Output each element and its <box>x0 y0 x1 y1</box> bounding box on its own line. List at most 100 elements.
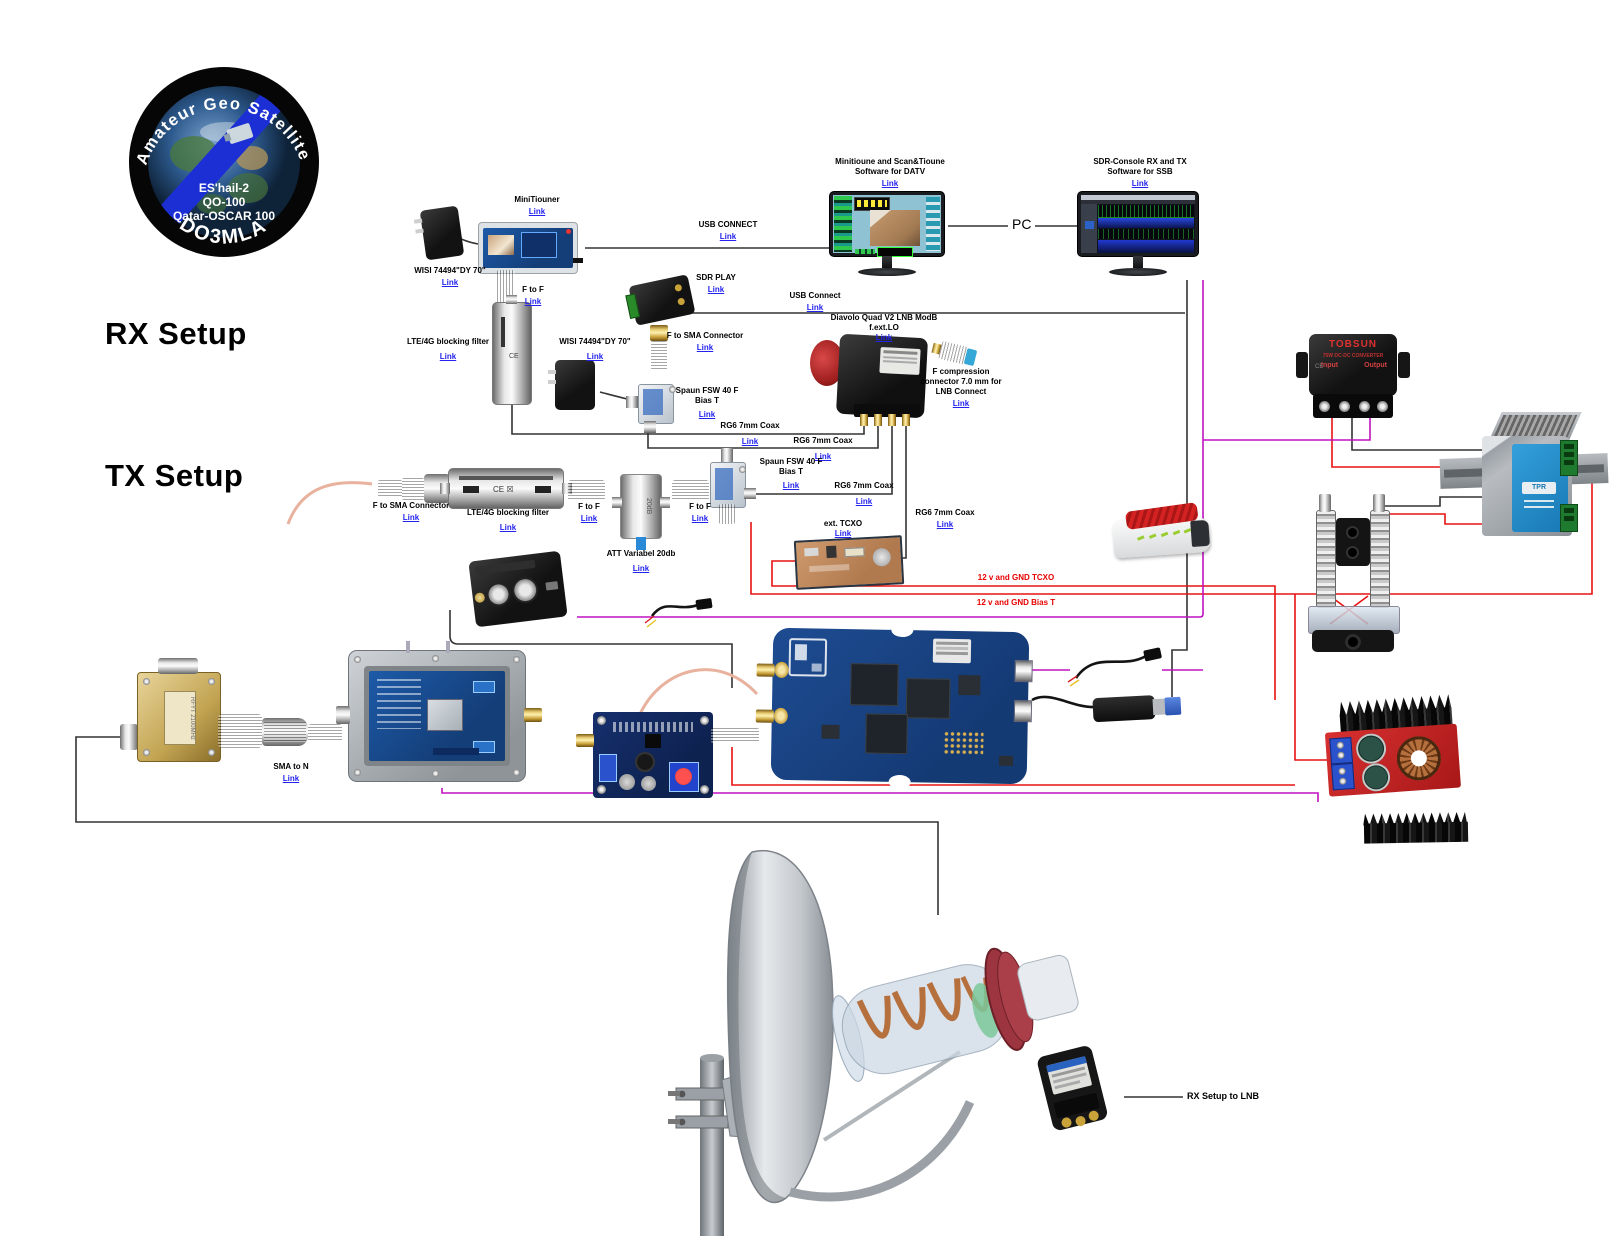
label-spaun-rx: Spaun FSW 40 F Bias T Link <box>669 386 745 420</box>
dish-assembly <box>668 849 1108 1236</box>
label-rg6-c: RG6 7mm Coax Link <box>821 481 907 507</box>
f-to-f-rx-link[interactable]: Link <box>524 297 542 306</box>
spaun-tx-caption: Spaun FSW 40 F Bias T <box>759 457 823 476</box>
pluto-sdr-board <box>755 622 1033 790</box>
monitor-datv <box>830 192 946 280</box>
sdrplay-link[interactable]: Link <box>707 285 725 294</box>
logo-arc-top-text: Amateur Geo Satellite <box>133 95 314 168</box>
dish-reflector <box>726 849 834 1204</box>
rg6-a-link[interactable]: Link <box>741 437 759 446</box>
f-to-f-tx1-caption: F to F <box>578 502 600 511</box>
label-ext-tcxo: ext. TCXO Link <box>813 519 873 539</box>
router <box>1111 502 1215 565</box>
pole-clamp <box>668 1087 729 1129</box>
pc-label: PC <box>1012 216 1032 232</box>
label-ssb-software: SDR-Console RX and TX Software for SSB L… <box>1077 157 1203 189</box>
f-to-f-barrel-tx1 <box>568 480 605 501</box>
label-sma-to-n: SMA to N Link <box>261 762 321 784</box>
label-usb-connect-rx: USB CONNECT Link <box>680 220 776 242</box>
tobsun-output: Output <box>1364 362 1387 369</box>
spaun-tx-link[interactable]: Link <box>782 481 800 490</box>
ssb-software-link[interactable]: Link <box>1131 179 1149 188</box>
label-att: ATT Variabel 20db Link <box>593 549 689 574</box>
dish-mount <box>721 1061 791 1141</box>
label-12v-biast: 12 v and GND Bias T <box>976 598 1056 607</box>
minitiouner-caption: MiniTiouner <box>514 195 560 204</box>
tobsun-line1: 75W DC-DC CONVERTER <box>1322 353 1384 359</box>
rg6-d-link[interactable]: Link <box>936 520 954 529</box>
f-compression-link[interactable]: Link <box>952 399 970 408</box>
label-sdrplay: SDR PLAY Link <box>681 273 751 295</box>
att-link[interactable]: Link <box>632 564 650 573</box>
tobsun-converter: TOBSUN 75W DC-DC CONVERTER Input Output … <box>1296 334 1410 422</box>
feed-strut <box>822 1050 962 1142</box>
spaun-rx-caption: Spaun FSW 40 F Bias T <box>675 386 739 405</box>
sma-to-n-caption: SMA to N <box>273 762 309 771</box>
f-to-f-tx2-link[interactable]: Link <box>691 514 709 523</box>
f-compression-caption: F compression connector 7.0 mm for LNB C… <box>920 367 1002 396</box>
usb-connect-rx-link[interactable]: Link <box>719 232 737 241</box>
spaun-rx-link[interactable]: Link <box>698 410 716 419</box>
label-spaun-tx: Spaun FSW 40 F Bias T Link <box>753 457 829 491</box>
logo-badge: Amateur Geo Satellite ES'hail-2 QO-100 Q… <box>129 67 319 257</box>
label-12v-tcxo: 12 v and GND TCXO <box>977 573 1055 582</box>
datv-software-link[interactable]: Link <box>881 179 899 188</box>
dish-lnb <box>1037 1046 1108 1131</box>
label-usb-connect-sdr: USB Connect Link <box>772 291 858 313</box>
monitor-sdr-console <box>1078 192 1200 280</box>
f-to-sma-rx-link[interactable]: Link <box>696 343 714 352</box>
power-adapter-rx2 <box>548 360 595 410</box>
label-f-to-f-tx2: F to F Link <box>678 502 722 524</box>
lte-tx-link[interactable]: Link <box>499 523 517 532</box>
label-f-to-sma-rx: F to SMA Connector Link <box>657 331 753 353</box>
ext-tcxo-caption: ext. TCXO <box>823 519 863 528</box>
feed-red-flange <box>984 947 1027 1051</box>
datv-screen <box>833 195 941 257</box>
label-datv-software: Minitioune and Scan&Tioune Software for … <box>822 157 958 189</box>
f-to-f-barrel-tx2 <box>672 480 709 501</box>
minitiouner-link[interactable]: Link <box>528 207 546 216</box>
dish-reflector-shadow <box>727 852 786 1203</box>
usb-ethernet-adapter <box>1092 694 1182 725</box>
lte-filter-tx: CE ☒ <box>440 468 572 509</box>
label-rg6-a: RG6 7mm Coax Link <box>707 421 793 447</box>
wisi-rx2-link[interactable]: Link <box>586 352 604 361</box>
pa-box <box>336 641 542 782</box>
ext-tcxo-link[interactable]: Link <box>834 529 852 538</box>
logo-satellite <box>223 123 254 144</box>
label-wisi-rx2: WISI 74494"DY 70" Link <box>545 337 645 362</box>
diavolo-link[interactable]: Link <box>875 333 893 342</box>
helix-feed <box>832 947 1079 1082</box>
tobsun-input: Input <box>1321 362 1339 369</box>
logo-earth <box>148 86 300 238</box>
logo-earth-detail <box>150 86 300 235</box>
usb-connect-sdr-link[interactable]: Link <box>806 303 824 312</box>
pink-cable-tx <box>286 481 373 525</box>
usb-connect-sdr-caption: USB Connect <box>789 291 841 300</box>
f-to-f-tx1-link[interactable]: Link <box>580 514 598 523</box>
f-to-f-tx2-caption: F to F <box>689 502 711 511</box>
boost-converter <box>1321 693 1469 844</box>
sma-to-n-link[interactable]: Link <box>282 774 300 783</box>
rg6-c-link[interactable]: Link <box>855 497 873 506</box>
din-psu: TPR <box>1439 412 1610 537</box>
rg6-b-link[interactable]: Link <box>814 452 832 461</box>
wisi-rx1-link[interactable]: Link <box>441 278 459 287</box>
usb-connect-rx-caption: USB CONNECT <box>698 220 758 229</box>
f-to-f-rx-caption: F to F <box>522 285 544 294</box>
label-rx-to-lnb: RX Setup to LNB <box>1187 1091 1259 1101</box>
label-lte-rx: LTE/4G blocking filter Link <box>389 337 507 362</box>
sdr-screen <box>1081 195 1195 253</box>
label-diavolo: Diavolo Quad V2 LNB ModB f.ext.LO Link <box>820 313 948 343</box>
f-to-sma-tx-caption: F to SMA Connector <box>372 501 450 510</box>
lte-rx-link[interactable]: Link <box>439 352 457 361</box>
logo-solar-panel <box>150 86 300 235</box>
tcxo-board <box>793 535 905 590</box>
lte-rx-caption: LTE/4G blocking filter <box>406 337 490 346</box>
sdrplay-caption: SDR PLAY <box>696 273 736 282</box>
datv-software-caption: Minitioune and Scan&Tioune Software for … <box>835 157 945 176</box>
driver-amp-board <box>576 712 759 798</box>
f-to-sma-tx-link[interactable]: Link <box>402 513 420 522</box>
rx-setup-heading: RX Setup <box>105 316 247 351</box>
feed-white-adapter <box>1017 954 1079 1021</box>
